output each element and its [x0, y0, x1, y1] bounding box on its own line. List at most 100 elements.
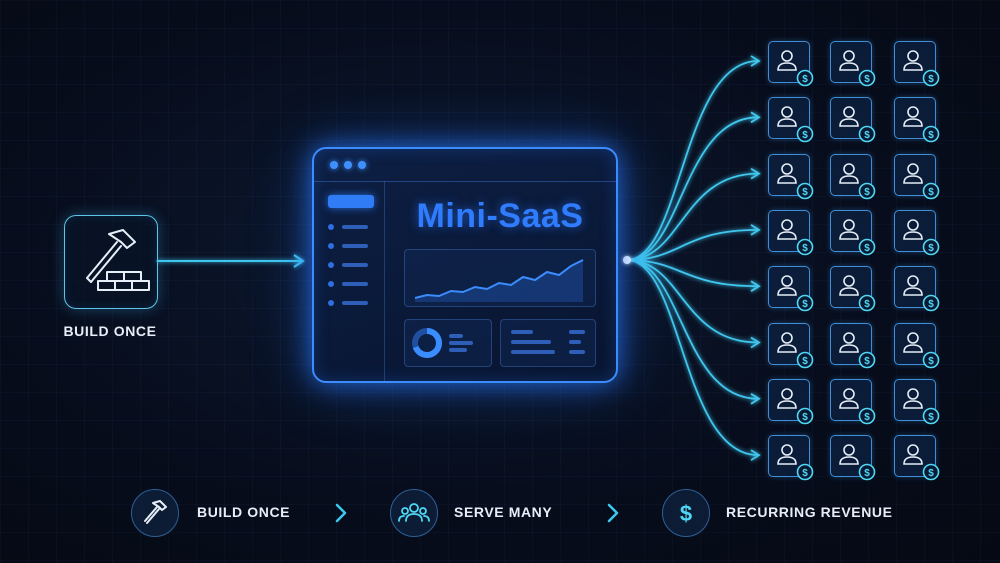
dollar-badge: $	[802, 468, 808, 479]
app-donut-card	[404, 319, 492, 367]
svg-text:$: $	[680, 501, 692, 526]
customer-card: $	[830, 97, 876, 143]
dollar-badge: $	[864, 299, 870, 310]
step-serve-many-label: SERVE MANY	[454, 504, 553, 520]
dollar-badge: $	[928, 299, 934, 310]
dollar-badge: $	[864, 412, 870, 423]
dollar-badge: $	[928, 130, 934, 141]
fan-arrow-head	[750, 280, 761, 292]
window-dot	[358, 161, 366, 169]
step-recurring-revenue-icon: $	[662, 489, 710, 537]
dollar-badge: $	[928, 356, 934, 367]
customer-card: $	[830, 209, 876, 256]
donut-chart-icon	[412, 328, 473, 358]
customer-card: $	[894, 435, 940, 481]
hammer-icon	[144, 500, 167, 524]
user-dollar-icon: $	[777, 275, 814, 312]
fan-arrow-line	[626, 172, 759, 261]
fan-arrow-line	[626, 259, 759, 456]
dollar-badge: $	[928, 243, 934, 254]
dollar-badge: $	[802, 74, 808, 85]
fan-arrow-line	[626, 60, 759, 261]
customer-card: $	[768, 209, 814, 256]
user-dollar-icon: $	[839, 387, 876, 425]
dollar-badge: $	[864, 243, 870, 254]
user-dollar-icon: $	[903, 275, 940, 312]
user-dollar-icon: $	[777, 50, 814, 87]
build-to-app-arrow	[156, 254, 305, 268]
sidebar-item	[328, 280, 374, 288]
fan-arrow-line	[626, 259, 759, 400]
dollar-badge: $	[864, 356, 870, 367]
customer-card: $	[768, 322, 814, 368]
customer-card: $	[894, 378, 940, 425]
step-recurring-revenue-label: RECURRING REVENUE	[726, 504, 893, 520]
build-once-label: BUILD ONCE	[63, 323, 157, 339]
customer-card: $	[768, 378, 814, 425]
app-chart-panel	[404, 249, 596, 307]
dollar-badge: $	[928, 412, 934, 423]
customer-card: $	[830, 41, 876, 87]
sidebar-item	[328, 223, 374, 231]
fan-arrow-head	[750, 55, 761, 67]
customer-card: $	[894, 97, 940, 143]
customer-card: $	[830, 266, 876, 312]
customer-card: $	[768, 153, 814, 199]
list-lines-icon	[511, 330, 585, 354]
sidebar-item-active	[328, 195, 374, 208]
fan-arrow-head	[750, 449, 761, 461]
customer-card: $	[894, 322, 940, 368]
user-dollar-icon: $	[777, 162, 814, 199]
dollar-badge: $	[802, 356, 808, 367]
dollar-badge: $	[802, 243, 808, 254]
chevron-right-icon	[335, 503, 347, 523]
window-dot	[344, 161, 352, 169]
sidebar-item	[328, 299, 374, 307]
fan-arrow-line	[626, 116, 759, 261]
user-dollar-icon: $	[903, 50, 940, 87]
user-dollar-icon: $	[839, 275, 876, 312]
dollar-badge: $	[802, 130, 808, 141]
dollar-badge: $	[864, 187, 870, 198]
app-sidebar	[314, 181, 385, 381]
user-dollar-icon: $	[903, 162, 940, 199]
sidebar-item	[328, 261, 374, 269]
app-window: Mini-SaaS	[312, 147, 618, 383]
customer-card: $	[830, 153, 876, 199]
dollar-badge: $	[802, 299, 808, 310]
user-dollar-icon: $	[777, 387, 814, 425]
fan-arrow-head	[750, 393, 761, 405]
user-dollar-icon: $	[903, 444, 940, 481]
user-dollar-icon: $	[777, 444, 814, 481]
line-chart-icon	[414, 259, 584, 302]
hammer-bricks-icon	[86, 229, 150, 291]
customer-card: $	[830, 322, 876, 368]
distribution-fan-lines	[626, 55, 761, 461]
dollar-badge: $	[864, 130, 870, 141]
customer-card: $	[768, 97, 814, 143]
dollar-badge: $	[928, 468, 934, 479]
customer-card: $	[830, 378, 876, 425]
user-dollar-icon: $	[839, 331, 876, 368]
fan-origin-dot	[623, 256, 631, 264]
user-dollar-icon: $	[903, 331, 940, 368]
user-dollar-icon: $	[839, 444, 876, 481]
user-dollar-icon: $	[777, 219, 814, 256]
customer-card: $	[894, 153, 940, 199]
customer-card: $	[768, 41, 814, 87]
window-dot	[330, 161, 338, 169]
user-dollar-icon: $	[839, 162, 876, 199]
app-list-card	[500, 319, 596, 367]
dollar-badge: $	[802, 412, 808, 423]
customer-card: $	[894, 209, 940, 256]
customer-card: $	[768, 435, 814, 481]
user-dollar-icon: $	[903, 106, 940, 143]
dollar-badge: $	[802, 187, 808, 198]
dollar-badge: $	[864, 74, 870, 85]
customer-card: $	[894, 41, 940, 87]
dollar-badge: $	[928, 187, 934, 198]
customer-card: $	[830, 435, 876, 481]
dollar-badge: $	[864, 468, 870, 479]
step-serve-many-icon	[390, 489, 438, 537]
